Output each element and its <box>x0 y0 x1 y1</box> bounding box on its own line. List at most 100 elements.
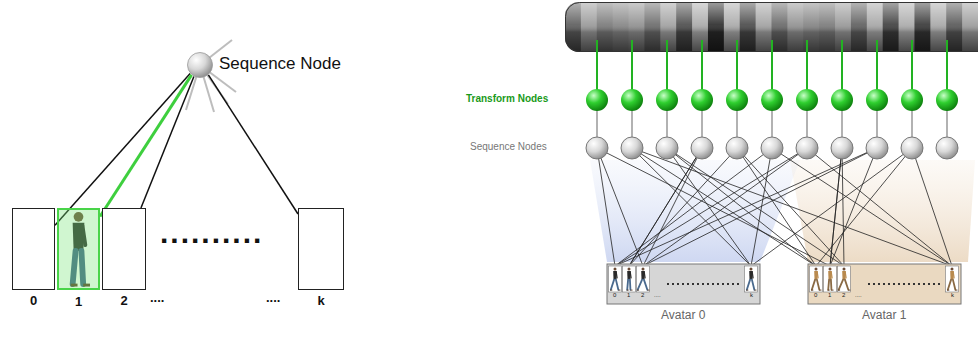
transform-node <box>901 89 923 111</box>
figure-arm <box>644 272 646 278</box>
figure-shoe <box>637 290 639 291</box>
ellipsis: .... <box>150 291 164 305</box>
figure-shoe <box>618 290 620 291</box>
figure-body <box>828 271 832 280</box>
transform-node <box>796 89 818 111</box>
sequence-link <box>751 148 772 266</box>
transform-node <box>726 89 748 111</box>
figure-arm <box>831 272 833 278</box>
ellipsis-dots: .......... <box>160 216 263 249</box>
figure-body <box>842 271 846 280</box>
strip-frame <box>946 266 959 292</box>
transform-node <box>936 89 958 111</box>
figure-head <box>951 268 954 271</box>
figure-arm <box>817 272 819 278</box>
sequence-link <box>807 148 952 266</box>
figure-body <box>641 271 645 280</box>
figure-shoe <box>610 290 612 291</box>
transform-node <box>656 89 678 111</box>
frame-number: 2 <box>641 292 644 299</box>
connector <box>208 75 298 214</box>
frame-number: 2 <box>842 292 845 299</box>
sequence-link <box>643 148 807 266</box>
figure-shoe <box>955 290 957 291</box>
sequence-link <box>737 148 844 266</box>
figure-leg <box>747 280 750 290</box>
walking-figure <box>637 268 649 291</box>
figure-arm <box>953 272 955 278</box>
ellipsis: .... <box>654 292 661 299</box>
sequence-link <box>629 148 737 266</box>
figure-shoe <box>630 290 632 291</box>
figure-leg <box>953 280 955 290</box>
frame-number: 0 <box>613 292 616 299</box>
figure-head <box>750 268 753 271</box>
figure-head <box>815 268 818 271</box>
figure-leg <box>611 280 614 290</box>
sequence-link <box>615 148 877 266</box>
transform-node <box>621 89 643 111</box>
avatar-label: Avatar 1 <box>862 309 906 322</box>
frame-box: 2 <box>102 208 146 290</box>
figure-arm <box>630 272 632 278</box>
strip-frame <box>637 266 650 292</box>
strip-frame <box>810 266 823 292</box>
figure-shoe <box>754 290 756 291</box>
transform-node <box>866 89 888 111</box>
sequence-node <box>691 137 713 159</box>
transform-node <box>691 89 713 111</box>
row-label: Sequence Nodes <box>470 141 547 152</box>
strip-frame <box>745 266 758 292</box>
sequence-node <box>726 137 748 159</box>
frame-number: k <box>299 293 343 308</box>
frame-number: 1 <box>828 292 831 299</box>
frame-number: k <box>951 292 954 299</box>
frame-strip <box>808 264 961 304</box>
walking-figure <box>746 268 756 291</box>
figure-arm <box>616 272 618 278</box>
frame-number: 2 <box>103 293 145 308</box>
walking-figure <box>838 268 850 291</box>
figure-leg <box>638 280 643 290</box>
sequence-link <box>629 148 702 266</box>
sequence-link <box>751 148 912 266</box>
figure-shoe <box>647 290 649 291</box>
transform-node <box>761 89 783 111</box>
figure-leg <box>626 280 629 290</box>
figure-shoe <box>811 290 813 291</box>
figure-shoe <box>627 290 629 291</box>
sequence-link <box>597 148 615 266</box>
figure-head <box>614 268 617 271</box>
frame-box: k <box>298 208 344 290</box>
figure-body <box>814 271 818 280</box>
strip-frame <box>824 266 837 292</box>
figure-shoe <box>819 290 821 291</box>
figure-leg <box>629 280 631 290</box>
sequence-link <box>830 148 877 266</box>
sequence-node <box>621 137 643 159</box>
sequence-link <box>597 148 643 266</box>
frame-number: 1 <box>627 292 630 299</box>
frame-number: 1 <box>59 294 98 309</box>
sequence-link <box>772 148 952 266</box>
walking-figure <box>828 268 834 291</box>
sequence-link <box>816 148 912 266</box>
sequence-node: Sequence Node <box>187 52 213 78</box>
frame-box: 0 <box>12 208 55 290</box>
frame-strip <box>607 264 760 304</box>
figure-shoe <box>828 290 830 291</box>
figure-leg <box>845 280 848 290</box>
frame-number: 0 <box>814 292 817 299</box>
figure-shoe <box>947 290 949 291</box>
sequence-node <box>586 137 608 159</box>
figure-leg <box>616 280 618 290</box>
figure-leg <box>830 280 832 290</box>
row-label: Transform Nodes <box>466 93 548 104</box>
sequence-link <box>632 148 816 266</box>
figure-body <box>627 271 631 280</box>
figure-shoe <box>848 290 850 291</box>
sequence-link <box>643 148 877 266</box>
sequence-node <box>936 137 958 159</box>
